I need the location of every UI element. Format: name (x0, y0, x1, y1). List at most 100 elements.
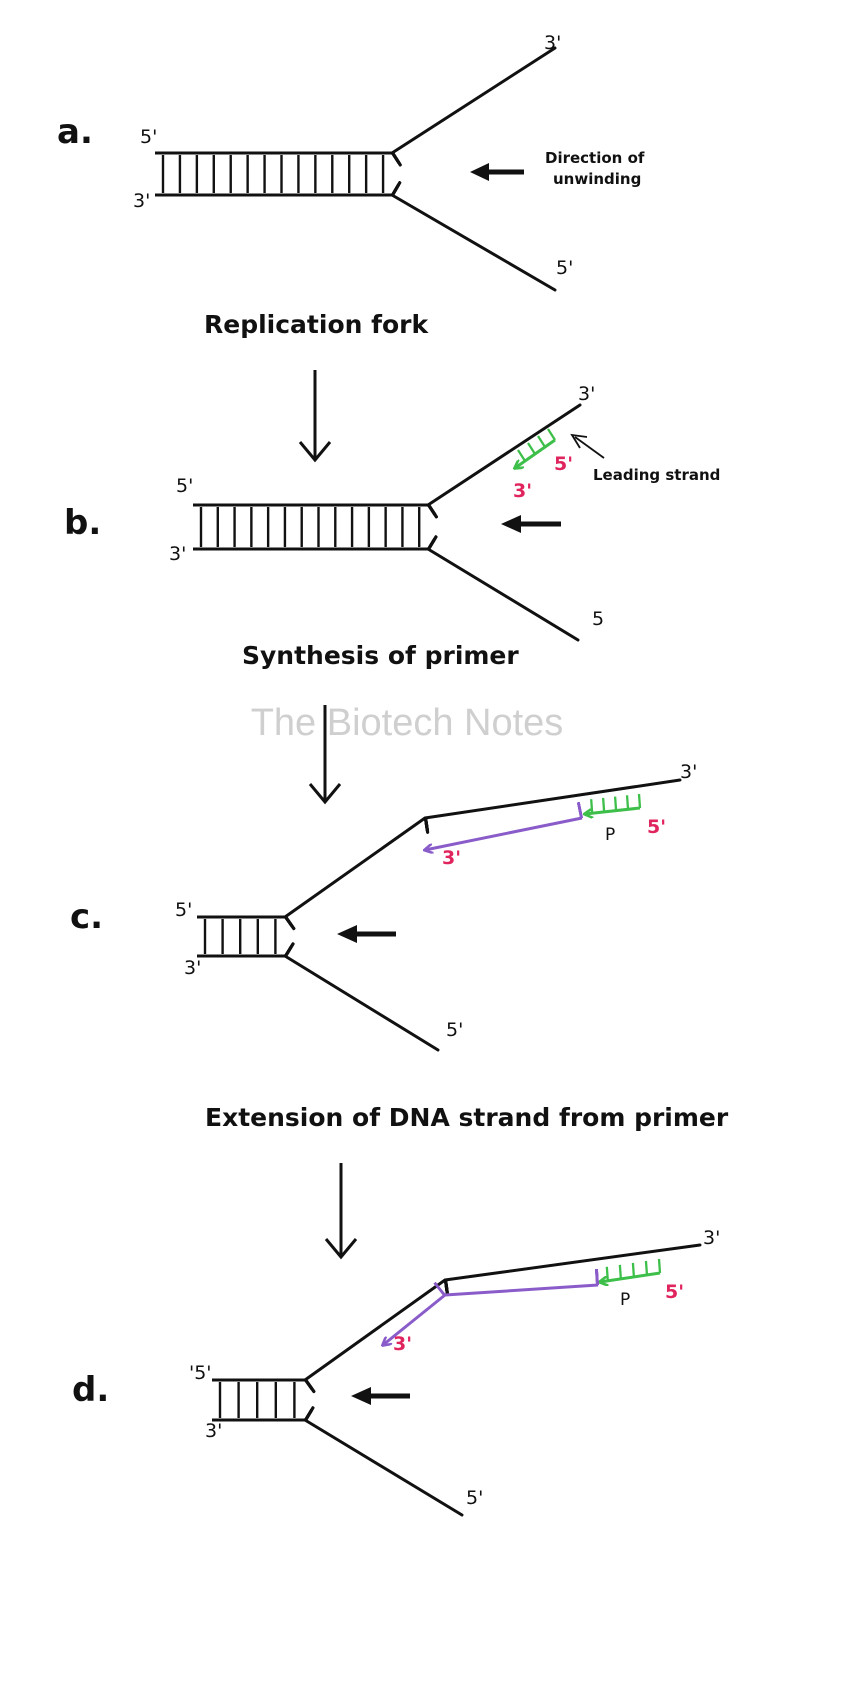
end-label-bottom-left: 3' (169, 543, 186, 565)
new-dna-strand (425, 802, 583, 850)
top-strand-ticks (390, 151, 402, 167)
top-strand-ticks (283, 816, 430, 931)
duplex-base-pairs (218, 1382, 296, 1418)
new-dna-strand (383, 1268, 599, 1345)
panel-d: d. '5' 3' 3' 5' 5' 3' P (72, 1227, 720, 1517)
primer-tick (605, 1266, 609, 1281)
bottom-strand-ticks (283, 942, 295, 958)
primer-tick (590, 799, 594, 814)
unwinding-direction-arrow-icon (351, 1387, 410, 1405)
end-label-top-right: 3' (544, 32, 561, 54)
primer-tick (527, 442, 536, 455)
base-tick (304, 1378, 316, 1393)
end-label-bottom-right: 5' (556, 257, 573, 279)
primer-strand (585, 793, 642, 814)
step-arrow-icon (324, 1163, 358, 1260)
base-tick (427, 535, 438, 551)
primer-tick (537, 435, 546, 448)
base-tick (391, 184, 400, 197)
annotation-line-1: Direction of (545, 149, 645, 167)
primer-ticks (590, 793, 642, 814)
bottom-parental-strand (283, 954, 440, 1052)
duplex-base-pairs (161, 155, 385, 193)
bottom-strand-ticks (303, 1406, 315, 1422)
panel-label-a: a. (57, 112, 93, 152)
step-arrow-icon (308, 705, 342, 805)
end-label-bottom-left: 3' (184, 957, 201, 979)
end-label-top-left: '5' (189, 1362, 212, 1384)
primer-tick (625, 795, 630, 810)
primer-line (585, 806, 641, 814)
primer-ticks (605, 1258, 662, 1281)
primer-tick (613, 796, 618, 811)
new-strand-line (383, 1283, 599, 1345)
end-label-bottom-right: 5' (446, 1019, 463, 1041)
caption-a: Replication fork (204, 310, 430, 339)
base-tick (424, 816, 429, 830)
leading-strand-pointer-icon (570, 433, 605, 459)
base-tick (284, 915, 296, 930)
top-strand-ticks (426, 503, 439, 519)
primer-tick (517, 449, 526, 462)
caption-b: Synthesis of primer (242, 641, 519, 670)
end-label-top-right: 3' (680, 761, 697, 783)
fork-d (212, 1243, 702, 1517)
panel-label-b: b. (64, 503, 101, 543)
bottom-parental-strand (390, 193, 557, 292)
new-strand-ticks (576, 802, 583, 819)
panel-b: b. 5' 3' 3' 5 5' 3' Leading strand Synth… (64, 383, 720, 670)
new-strand-three-prime-label: 3' (442, 847, 461, 869)
primer-strand (515, 428, 556, 468)
panel-label-c: c. (70, 897, 103, 937)
primer-five-prime-label: 5' (647, 816, 666, 838)
primer-tick (644, 1260, 649, 1276)
base-tick (304, 1409, 314, 1422)
annotation-leading-strand: Leading strand (593, 466, 720, 484)
base-tick (391, 151, 402, 165)
watermark-text: The Biotech Notes (251, 702, 564, 744)
end-label-bottom-right: 5 (592, 608, 604, 630)
fork-c (197, 778, 682, 1052)
bottom-strand-ticks (426, 535, 438, 551)
new-strand-tick (433, 1282, 446, 1297)
end-label-top-right: 3' (703, 1227, 720, 1249)
primer-mark: P (620, 1290, 630, 1310)
top-parental-strand (390, 46, 557, 155)
new-strand-tick (576, 802, 583, 819)
end-label-top-right: 3' (578, 383, 595, 405)
base-tick (427, 503, 437, 516)
fork-b (193, 403, 582, 642)
top-strand-ticks (303, 1278, 450, 1394)
bottom-parental-strand (426, 547, 580, 642)
panel-a: a. 5' 3' 3' 5' Direction of unwinding Re… (57, 32, 645, 339)
primer-line (600, 1271, 661, 1282)
unwinding-direction-arrow-icon (337, 925, 396, 943)
new-strand-three-prime-label: 3' (393, 1333, 412, 1355)
primer-tick (547, 428, 556, 441)
annotation-line-2: unwinding (553, 170, 641, 188)
primer-strand (600, 1258, 662, 1282)
new-strand-ticks (433, 1268, 599, 1297)
top-parental-strand (283, 778, 682, 919)
step-arrow-icon (298, 370, 332, 463)
new-strand-line (425, 816, 583, 850)
primer-three-prime-label: 3' (513, 480, 532, 502)
unwinding-direction-arrow-icon (470, 163, 524, 181)
new-strand-tick (594, 1269, 599, 1286)
top-parental-strand (426, 403, 582, 507)
panel-label-d: d. (72, 1370, 109, 1410)
panel-c: c. 5' 3' 3' 5' 5' 3' P Extension of DNA … (70, 761, 729, 1132)
bottom-parental-strand (303, 1418, 464, 1517)
duplex-base-pairs (199, 507, 421, 547)
end-label-top-left: 5' (176, 475, 193, 497)
end-label-bottom-left: 3' (205, 1420, 222, 1442)
end-label-bottom-right: 5' (466, 1487, 483, 1509)
primer-tick (631, 1262, 636, 1277)
unwinding-direction-arrow-icon (501, 515, 561, 533)
primer-tick (618, 1264, 623, 1279)
fork-a (155, 46, 557, 292)
primer-ticks (517, 428, 556, 462)
primer-tick (601, 797, 606, 812)
duplex-base-pairs (203, 919, 277, 954)
